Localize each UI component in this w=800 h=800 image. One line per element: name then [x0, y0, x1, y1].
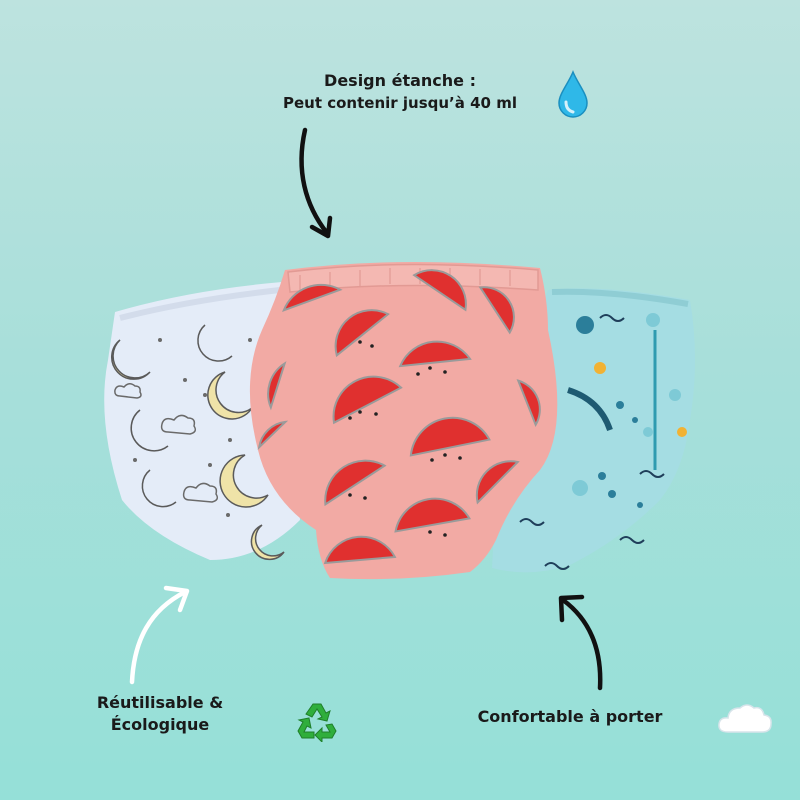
- watermelon-print-pants: [249, 261, 558, 580]
- leakproof-caption: Design étanche : Peut contenir jusqu’à 4…: [240, 70, 560, 114]
- reusable-caption-line1: Réutilisable &: [96, 693, 224, 712]
- recycle-icon: [297, 703, 337, 742]
- comfortable-caption: Confortable à porter: [477, 707, 663, 726]
- leakproof-caption-detail: Peut contenir jusqu’à 40 ml: [283, 94, 517, 112]
- reusable-caption: Réutilisable & Écologique: [70, 692, 250, 736]
- water-drop-icon: [558, 70, 588, 118]
- cloud-icon: [718, 704, 772, 733]
- moon-print-pants: [104, 282, 300, 561]
- reusable-caption-line2: Écologique: [110, 715, 210, 734]
- leakproof-caption-title: Design étanche :: [324, 71, 476, 90]
